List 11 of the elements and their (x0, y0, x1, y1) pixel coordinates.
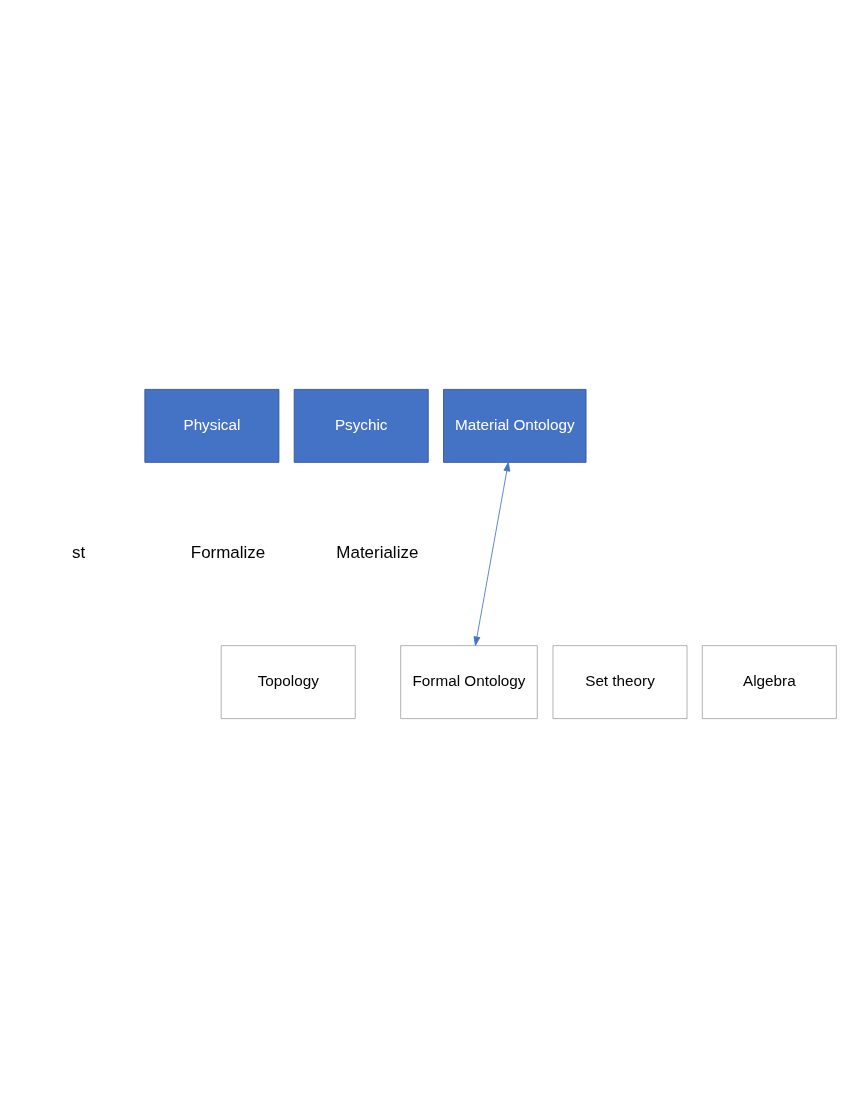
label: Materialize (336, 543, 419, 563)
node-box: Formal Ontology (400, 645, 538, 720)
arrow (473, 461, 511, 646)
node-box: Set theory (552, 645, 688, 720)
node-box: Psychic (293, 388, 429, 463)
node-box: Physical (144, 388, 280, 463)
node-box: Material Ontology (443, 388, 587, 463)
label: Formalize (190, 543, 266, 563)
label: st (72, 543, 86, 563)
node-box: Algebra (701, 645, 837, 720)
node-box: Topology (220, 645, 356, 720)
